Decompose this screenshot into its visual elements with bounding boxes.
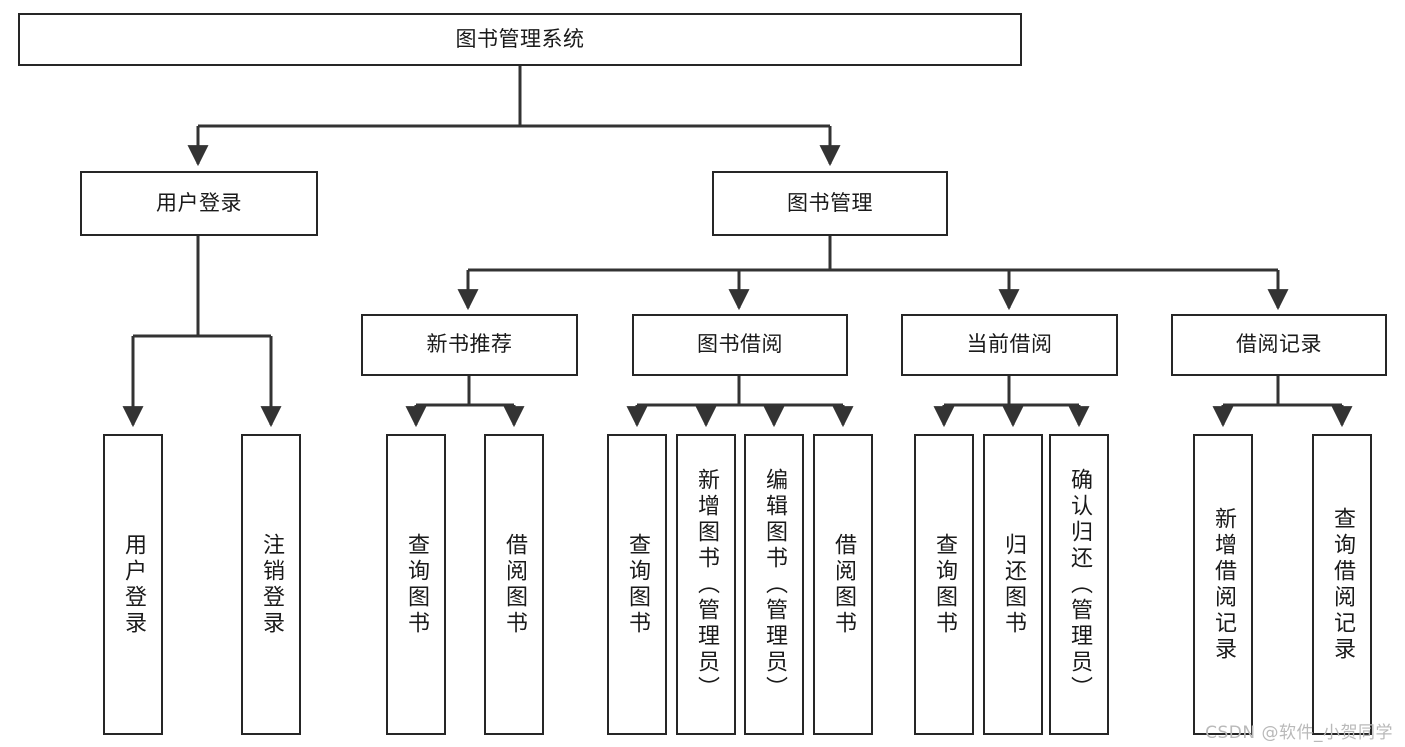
node-book-borrow[interactable]: 图书借阅	[632, 314, 848, 376]
node-book-management[interactable]: 图书管理	[712, 171, 948, 236]
node-new-book-recommend-label: 新书推荐	[426, 332, 513, 357]
node-leaf-confirm-return-label: 确认归还（管理员）	[1066, 467, 1092, 702]
node-user-login-label: 用户登录	[156, 190, 242, 215]
node-leaf-user-logout-label: 注销登录	[258, 532, 284, 637]
node-leaf-return-book-label: 归还图书	[1000, 532, 1026, 637]
node-leaf-user-login-label: 用户登录	[120, 532, 146, 637]
node-leaf-return-book[interactable]: 归还图书	[983, 434, 1043, 735]
node-leaf-add-book[interactable]: 新增图书（管理员）	[676, 434, 736, 735]
node-book-management-label: 图书管理	[787, 190, 873, 215]
node-leaf-add-record[interactable]: 新增借阅记录	[1193, 434, 1253, 735]
node-leaf-query-book-2-label: 查询图书	[624, 532, 650, 637]
node-leaf-query-book-3-label: 查询图书	[931, 532, 957, 637]
node-leaf-query-book-1-label: 查询图书	[403, 532, 429, 637]
node-current-borrow-label: 当前借阅	[966, 332, 1053, 357]
node-leaf-user-logout[interactable]: 注销登录	[241, 434, 301, 735]
node-leaf-edit-book[interactable]: 编辑图书（管理员）	[744, 434, 804, 735]
node-leaf-query-record-label: 查询借阅记录	[1329, 506, 1355, 663]
node-root[interactable]: 图书管理系统	[18, 13, 1022, 66]
node-leaf-borrow-book-2-label: 借阅图书	[830, 532, 856, 637]
node-leaf-borrow-book-2[interactable]: 借阅图书	[813, 434, 873, 735]
node-leaf-confirm-return[interactable]: 确认归还（管理员）	[1049, 434, 1109, 735]
node-leaf-add-book-label: 新增图书（管理员）	[693, 467, 719, 702]
node-leaf-user-login[interactable]: 用户登录	[103, 434, 163, 735]
node-borrow-record-label: 借阅记录	[1236, 332, 1322, 357]
node-leaf-borrow-book-1[interactable]: 借阅图书	[484, 434, 544, 735]
node-leaf-query-book-3[interactable]: 查询图书	[914, 434, 974, 735]
node-leaf-query-book-1[interactable]: 查询图书	[386, 434, 446, 735]
node-borrow-record[interactable]: 借阅记录	[1171, 314, 1387, 376]
node-current-borrow[interactable]: 当前借阅	[901, 314, 1118, 376]
node-new-book-recommend[interactable]: 新书推荐	[361, 314, 578, 376]
node-leaf-query-record[interactable]: 查询借阅记录	[1312, 434, 1372, 735]
node-user-login[interactable]: 用户登录	[80, 171, 318, 236]
node-leaf-edit-book-label: 编辑图书（管理员）	[761, 467, 787, 702]
node-leaf-add-record-label: 新增借阅记录	[1210, 506, 1236, 663]
node-root-label: 图书管理系统	[455, 26, 585, 51]
node-book-borrow-label: 图书借阅	[697, 332, 783, 357]
node-leaf-query-book-2[interactable]: 查询图书	[607, 434, 667, 735]
node-leaf-borrow-book-1-label: 借阅图书	[501, 532, 527, 637]
